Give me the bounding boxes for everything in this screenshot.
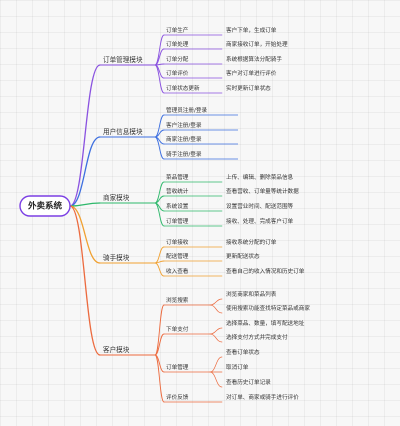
leaf-item-label[interactable]: 客户下单，生成订单 [226,26,277,34]
leaf-item-label[interactable]: 取消订单 [226,363,249,371]
sub-item-label[interactable]: 配送管理 [166,252,189,260]
connector-line [154,262,165,277]
connector-line [69,205,101,264]
sub-item-label[interactable]: 客户注册/登录 [166,121,202,129]
connector-layer [69,34,238,403]
sub-item-label[interactable]: 订单管理 [166,363,189,371]
leaf-item-label[interactable]: 更新配送状态 [226,252,260,260]
leaf-item-label[interactable]: 实时更新订单状态 [226,84,271,92]
leaf-item-label[interactable]: 选择支付方式并完成支付 [226,333,288,341]
connector-line [154,64,165,94]
leaf-item-label[interactable]: 查看订单状态 [226,348,260,356]
connector-line [69,202,101,207]
module-label[interactable]: 订单管理模块 [103,55,143,64]
leaf-item-label[interactable]: 上传、编辑、删除菜品信息 [226,173,294,181]
leaf-item-label[interactable]: 选择菜品、数量，填写配送地址 [226,319,305,327]
sub-item-label[interactable]: 订单分配 [166,55,189,63]
leaf-item-label[interactable]: 接收、处理、完成客户订单 [226,217,294,225]
module-label[interactable]: 骑手模块 [103,253,130,262]
module-label[interactable]: 商家模块 [103,193,130,202]
root-node-box[interactable] [19,195,71,217]
leaf-item-label[interactable]: 设置营业时间、配送范围等 [226,202,294,210]
sub-item-label[interactable]: 系统设置 [166,202,189,210]
connector-line [209,304,223,314]
leaf-item-label[interactable]: 查看历史订单记录 [226,378,271,386]
sub-item-label[interactable]: 下单支付 [166,325,189,333]
leaf-item-label[interactable]: 商家接收订单，开始处理 [226,40,288,48]
sub-item-label[interactable]: 订单管理 [166,217,189,225]
connector-line [209,371,223,388]
connector-line [154,354,165,403]
connector-line [154,202,165,227]
sub-item-label[interactable]: 菜品管理 [166,173,189,181]
sub-item-label[interactable]: 订单状态更新 [166,84,200,92]
leaf-item-label[interactable]: 使用搜索功能查找特定菜品或商家 [226,304,310,312]
leaf-item-label[interactable]: 查看营收、订单量等统计数据 [226,187,299,195]
module-label[interactable]: 客户模块 [103,345,130,354]
connector-line [69,205,101,356]
sub-item-label[interactable]: 营收统计 [166,187,189,195]
connector-line [154,304,165,356]
leaf-item-label[interactable]: 浏览商家和菜品列表 [226,290,277,298]
leaf-item-label[interactable]: 客户对订单进行评价 [226,69,277,77]
connector-line [69,64,101,207]
connector-line [154,246,165,264]
leaf-item-label[interactable]: 系统根据算法分配骑手 [226,55,282,63]
sub-item-label[interactable]: 浏览搜索 [166,296,189,304]
leaf-item-label[interactable]: 查看自己的收入情况和历史订单 [226,267,305,275]
connector-line [209,327,223,335]
connector-line [209,298,223,306]
connector-line [209,356,223,373]
leaf-item-label[interactable]: 接收系统分配的订单 [226,238,277,246]
leaf-item-label[interactable]: 对订单、商家或骑手进行评价 [226,393,299,401]
sub-item-label[interactable]: 订单评价 [166,69,189,77]
connector-line [154,136,165,160]
module-label[interactable]: 用户信息模块 [103,127,143,136]
root-node-label[interactable]: 外卖系统 [27,201,63,212]
sub-item-label[interactable]: 骑手注册/登录 [166,150,202,158]
sub-item-label[interactable]: 订单接收 [166,238,189,246]
sub-item-label[interactable]: 收入查看 [166,267,189,275]
sub-item-label[interactable]: 管理员注册/登录 [166,106,207,114]
connector-line [209,333,223,343]
sub-item-label[interactable]: 商家注册/登录 [166,135,202,143]
sub-item-label[interactable]: 评价反馈 [166,393,189,401]
sub-item-label[interactable]: 订单生产 [166,26,189,34]
sub-item-label[interactable]: 订单处理 [166,40,189,48]
connector-line [154,333,165,356]
connector-line [69,136,101,207]
